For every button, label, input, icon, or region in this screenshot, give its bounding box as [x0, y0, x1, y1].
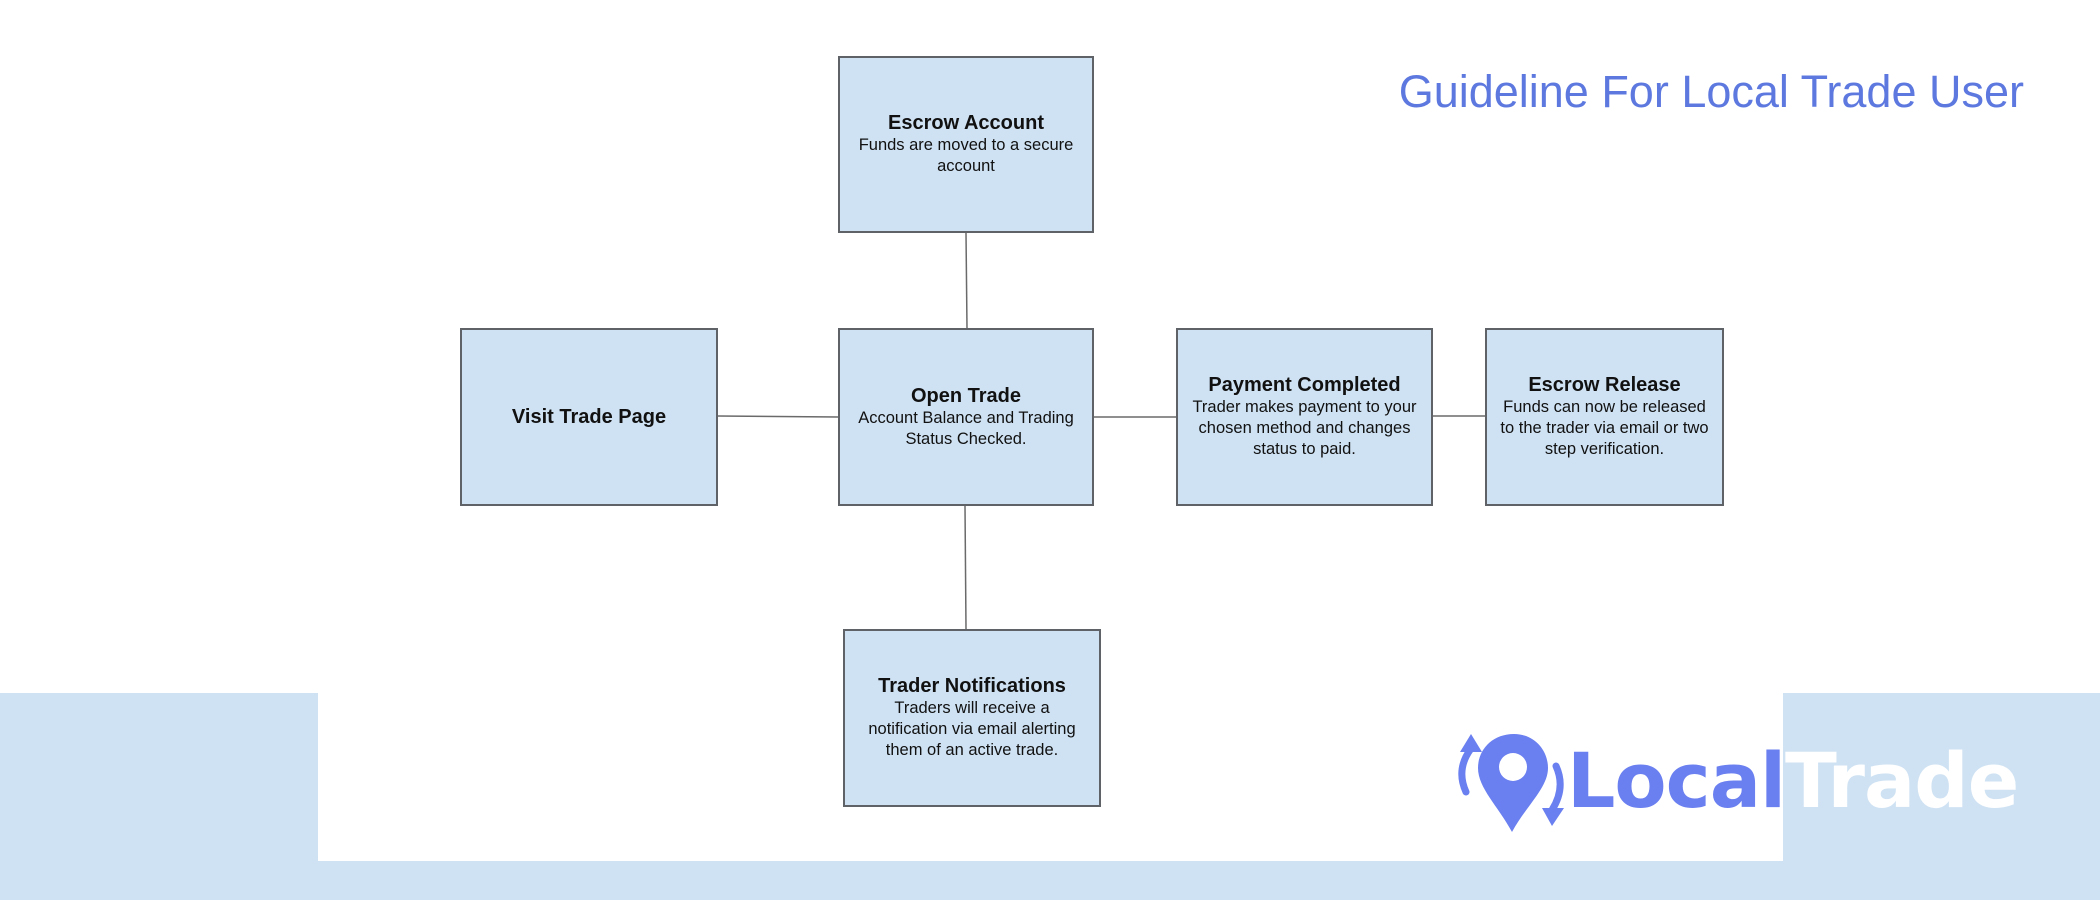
node-description: Funds can now be released to the trader … [1500, 398, 1709, 458]
node-title: Trader Notifications [878, 675, 1066, 697]
node-description: Traders will receive a notification via … [868, 699, 1076, 759]
node-description: Trader makes payment to your chosen meth… [1192, 398, 1417, 458]
logo-word-local: Local [1567, 736, 1786, 825]
node-trader-notifications: Trader Notifications Traders will receiv… [843, 629, 1101, 807]
node-title: Payment Completed [1208, 374, 1401, 396]
localtrade-logo: LocalTrade [1452, 722, 2032, 838]
logo-word-trade: Trade [1785, 736, 2019, 825]
page-title: Guideline For Local Trade User [1398, 66, 2024, 117]
connector-open-notifications [964, 505, 967, 630]
node-title: Visit Trade Page [511, 405, 667, 428]
node-description: Funds are moved to a secure account [858, 136, 1074, 175]
node-escrow-release: Escrow Release Funds can now be released… [1485, 328, 1724, 506]
node-title: Escrow Release [1528, 374, 1681, 396]
node-escrow-account: Escrow Account Funds are moved to a secu… [838, 56, 1094, 233]
node-payment-completed: Payment Completed Trader makes payment t… [1176, 328, 1433, 506]
node-open-trade: Open Trade Account Balance and Trading S… [838, 328, 1094, 506]
background-band-bottom [0, 861, 2100, 900]
connector-visit-open [717, 415, 839, 418]
connector-open-escrow [965, 232, 968, 329]
map-pin-exchange-icon [1458, 734, 1564, 832]
node-title: Escrow Account [888, 112, 1044, 134]
node-visit-trade-page: Visit Trade Page [460, 328, 718, 506]
logo-wordmark: LocalTrade [1567, 736, 2019, 826]
node-title: Open Trade [910, 384, 1022, 407]
node-description: Account Balance and Trading Status Check… [858, 408, 1074, 448]
